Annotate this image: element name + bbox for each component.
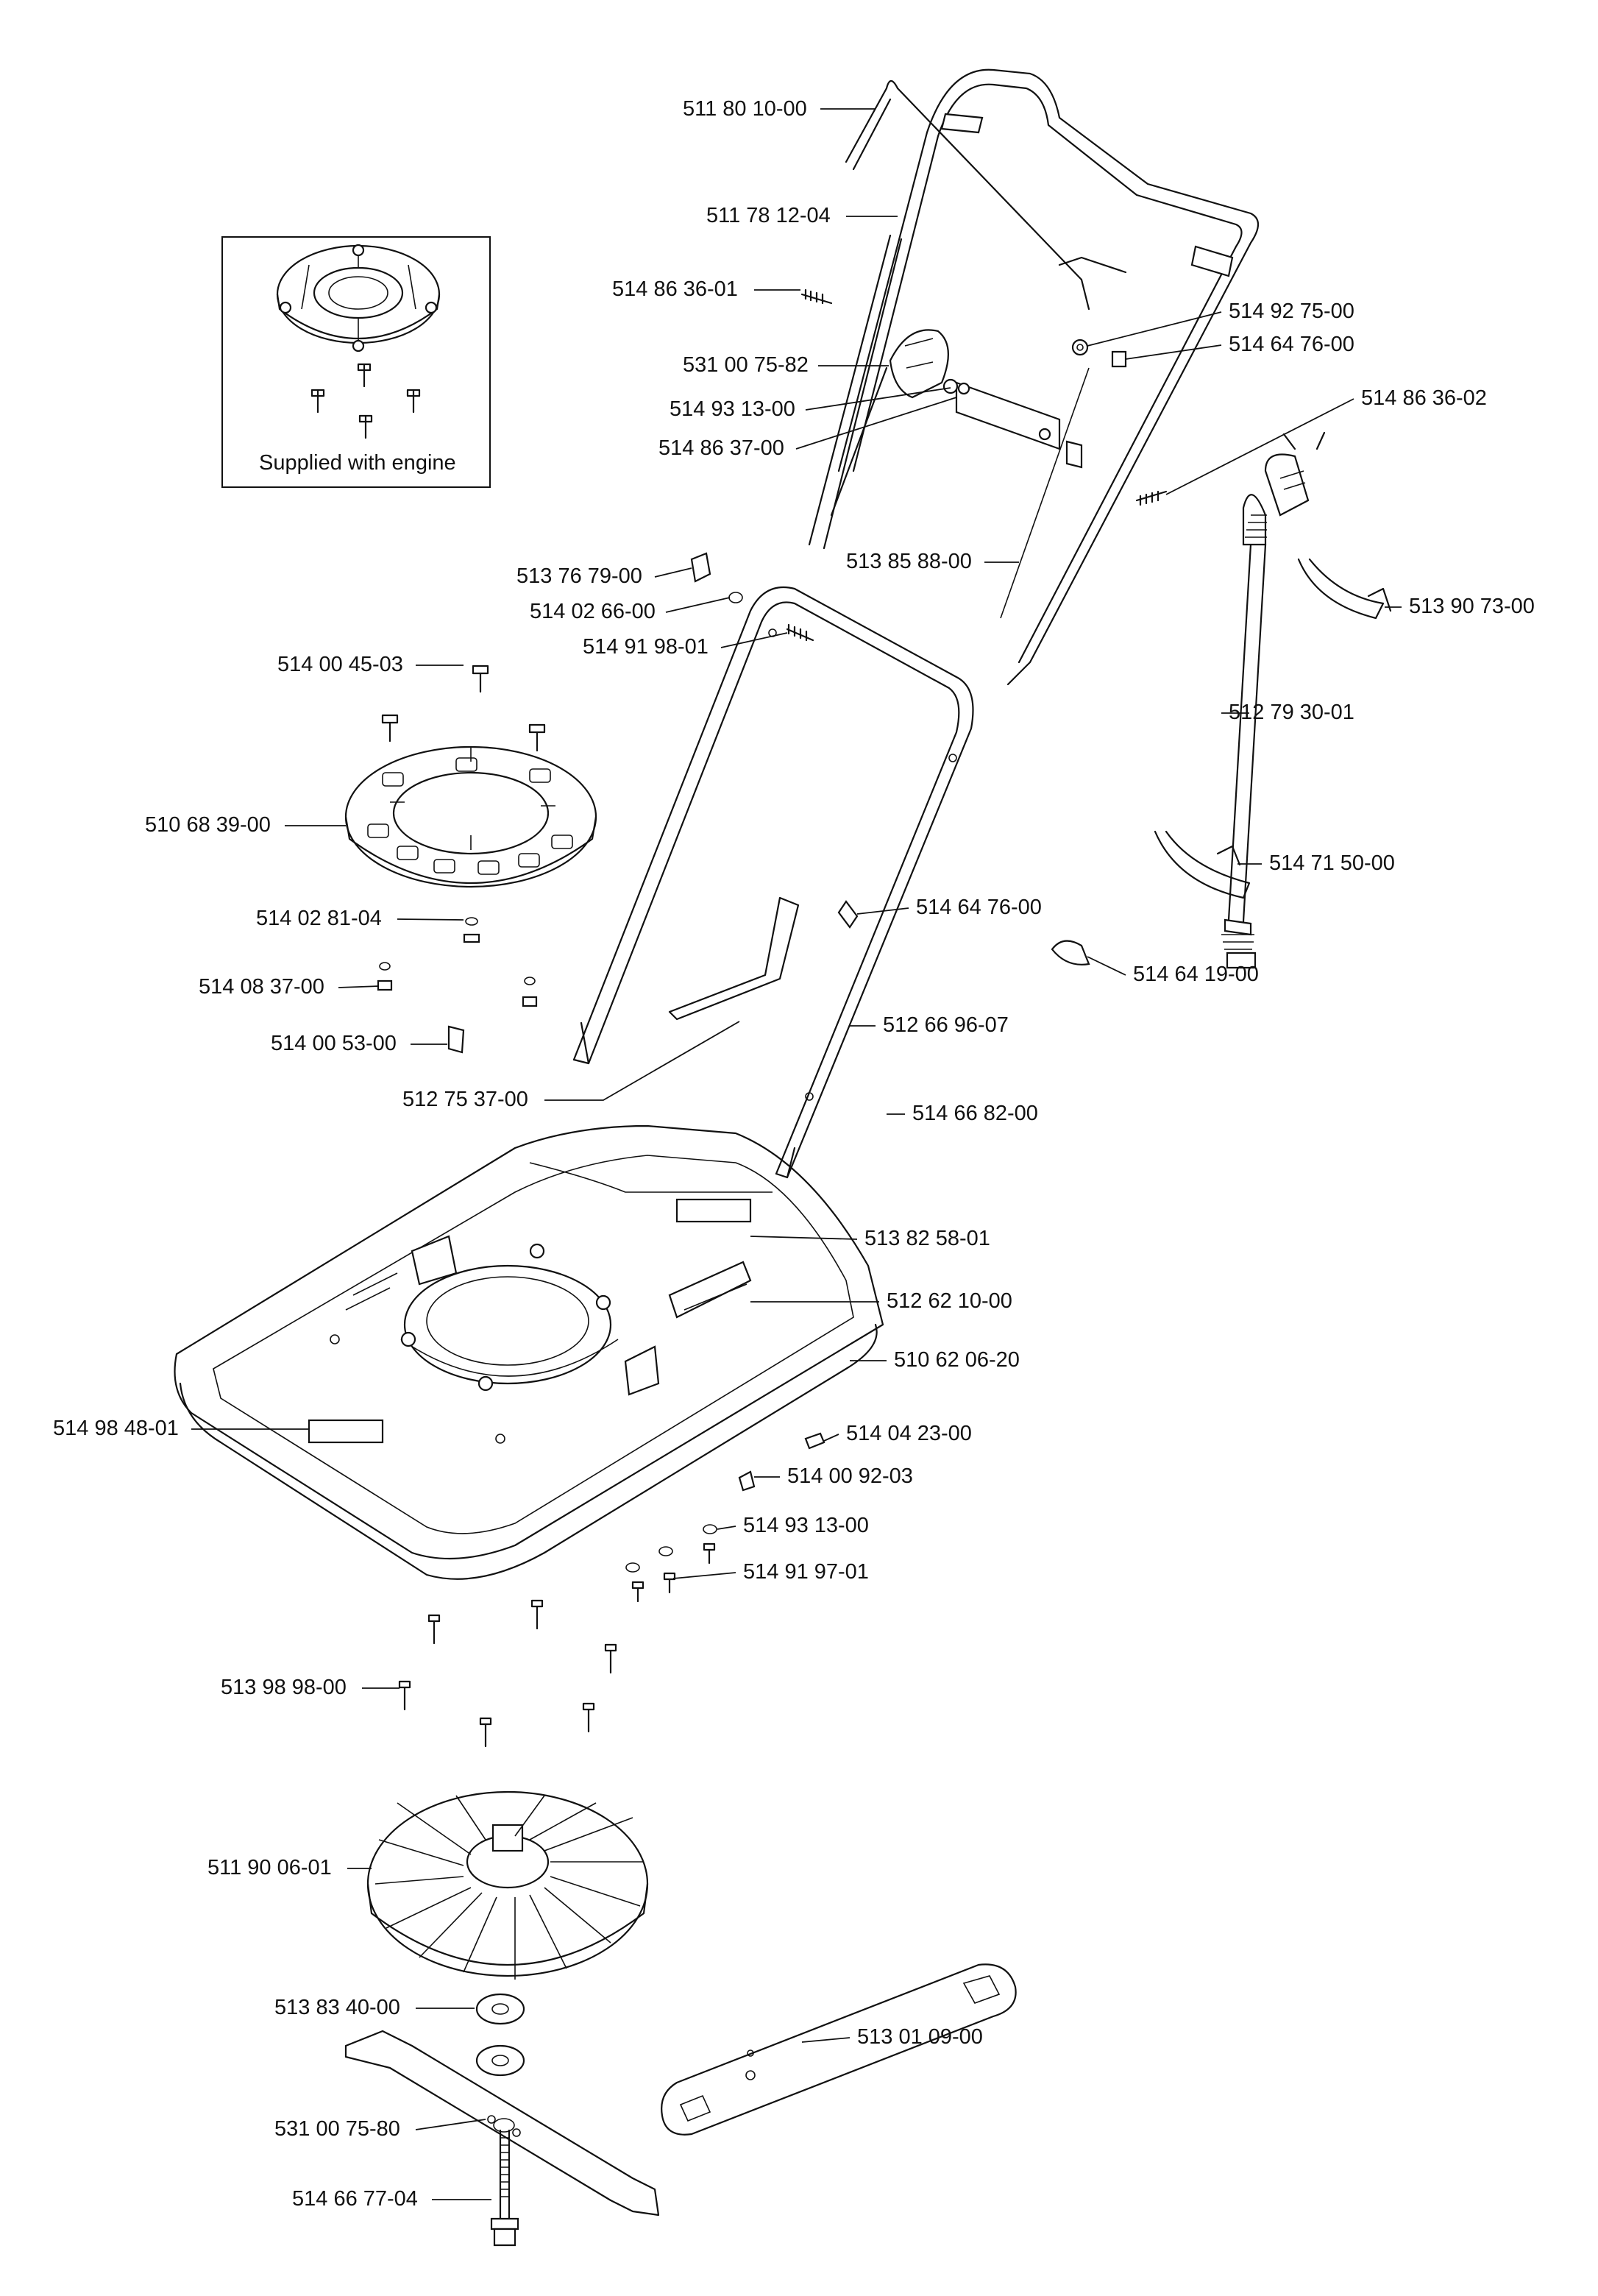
blade-bolt (490, 2129, 519, 2247)
leader-line (1165, 398, 1354, 495)
leader-line (856, 907, 909, 915)
part-number-label: 513 82 58-01 (864, 1227, 990, 1250)
part-number-label: 514 00 92-03 (787, 1464, 913, 1488)
part-number-label: 511 80 10-00 (683, 97, 807, 121)
part-number-label: 511 78 12-04 (706, 204, 831, 227)
part-number-label: 514 91 97-01 (743, 1560, 869, 1584)
handle-catch (690, 552, 814, 642)
leader-line (1087, 311, 1222, 347)
deck-screws (398, 1599, 617, 1748)
part-number-label: 514 08 37-00 (199, 975, 324, 999)
part-number-label: 513 76 79-00 (516, 564, 642, 588)
extension-tube (1135, 431, 1326, 969)
part-number-label: 514 86 36-02 (1361, 386, 1487, 410)
cable-lever (830, 329, 949, 517)
cable-bracket (955, 381, 1083, 469)
cable-clip (1051, 940, 1090, 965)
part-number-label: 512 62 10-00 (887, 1289, 1012, 1313)
inset-engine-flange (276, 244, 441, 352)
leader-line (720, 632, 788, 648)
leader-line (544, 1021, 740, 1101)
cutting-blade (344, 2030, 660, 2217)
part-number-label: 513 90 73-00 (1409, 595, 1535, 618)
part-number-label: 514 02 81-04 (256, 907, 382, 930)
inset-bolts (310, 363, 421, 439)
part-number-label: 514 00 45-03 (277, 653, 403, 676)
cable-tie-upper (1297, 558, 1392, 620)
part-number-label: 514 00 53-00 (271, 1032, 397, 1055)
cooling-fan (366, 1790, 649, 1980)
leader-line (717, 1526, 736, 1530)
part-number-label: 510 62 06-20 (894, 1348, 1020, 1372)
part-number-label: 514 02 66-00 (530, 600, 656, 623)
part-callouts: 511 80 10-00 511 78 12-04 514 86 36-01 531 … (53, 97, 1535, 2211)
engine-ring (344, 745, 597, 888)
inset-supplied-with-engine: Supplied with engine (221, 236, 491, 488)
leader-line (665, 597, 731, 613)
blade-spacers (475, 1993, 525, 2077)
leader-line (801, 2037, 851, 2043)
part-number-label: 531 00 75-82 (683, 353, 809, 377)
spanner (661, 1963, 1017, 2136)
leader-line (397, 918, 464, 921)
part-number-label: 514 64 76-00 (916, 896, 1042, 919)
leader-line (750, 1236, 858, 1240)
part-number-label: 514 66 82-00 (912, 1102, 1038, 1125)
leader-line (1125, 344, 1222, 360)
part-number-label: 513 01 09-00 (857, 2025, 983, 2049)
leader-line (1087, 956, 1126, 976)
part-number-label: 514 93 13-00 (670, 397, 795, 421)
leader-line (795, 397, 957, 450)
part-number-label: 514 86 37-00 (658, 436, 784, 460)
cable-tie-lower (1154, 830, 1251, 899)
inset-caption: Supplied with engine (259, 451, 456, 475)
leader-line (415, 2119, 486, 2130)
part-number-label: 514 64 19-00 (1133, 963, 1259, 986)
handle-hardware (800, 288, 1127, 394)
part-number-label: 513 83 40-00 (274, 1996, 400, 2019)
lower-handle (572, 586, 974, 1179)
part-number-label: 513 98 98-00 (221, 1676, 347, 1699)
leader-line (672, 1572, 736, 1579)
part-number-label: 512 79 30-01 (1229, 701, 1354, 724)
ring-hardware (377, 665, 546, 1054)
leader-line (805, 387, 951, 411)
part-number-label: 514 71 50-00 (1269, 851, 1395, 875)
handle-bar-top (845, 79, 1127, 311)
height-lever (668, 896, 859, 1021)
part-number-label: 514 64 76-00 (1229, 333, 1354, 356)
part-number-label: 514 04 23-00 (846, 1422, 972, 1445)
control-cable (1000, 367, 1090, 619)
leader-line (654, 567, 692, 578)
part-number-label: 531 00 75-80 (274, 2117, 400, 2141)
part-number-label: 511 90 06-01 (207, 1856, 332, 1879)
leader-line (823, 1434, 839, 1442)
upper-handle (808, 68, 1260, 686)
part-number-label: 514 93 13-00 (743, 1514, 869, 1537)
part-number-label: 514 86 36-01 (612, 277, 738, 301)
part-number-label: 514 92 75-00 (1229, 300, 1354, 323)
part-number-label: 514 91 98-01 (583, 635, 709, 659)
part-number-label: 514 98 48-01 (53, 1417, 179, 1440)
part-number-label: 513 85 88-00 (846, 550, 972, 573)
part-number-label: 512 75 37-00 (402, 1088, 528, 1111)
part-number-label: 510 68 39-00 (145, 813, 271, 837)
leader-line (338, 985, 380, 988)
part-number-label: 514 66 77-04 (292, 2187, 418, 2211)
hood-hardware (625, 1432, 825, 1603)
part-number-label: 512 66 96-07 (883, 1013, 1009, 1037)
mower-hood (174, 1124, 884, 1580)
